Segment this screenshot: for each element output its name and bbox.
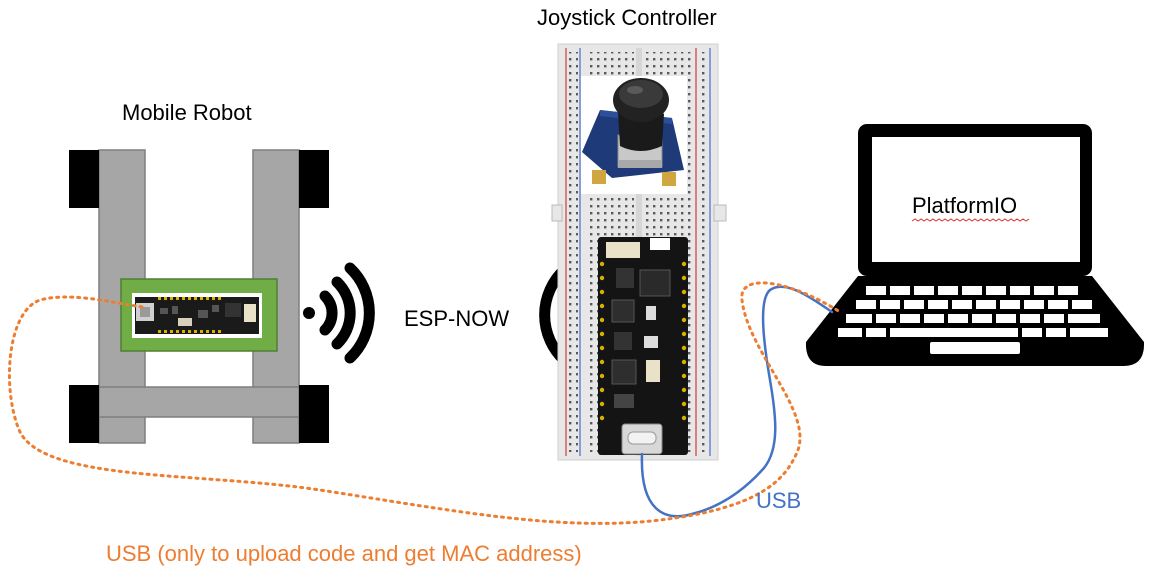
usb-cable-robot xyxy=(7,281,842,525)
joystick-controller xyxy=(551,43,727,461)
robot-wheel-rear-right xyxy=(299,385,329,443)
robot-wheel-rear-left xyxy=(69,385,99,443)
platformio-label: PlatformIO xyxy=(912,193,1018,218)
joystick-icon xyxy=(581,76,687,194)
usb-robot-label: USB (only to upload code and get MAC add… xyxy=(106,541,582,566)
mobile-robot xyxy=(69,149,329,444)
esp-now-label: ESP-NOW xyxy=(404,306,510,331)
robot-wheel-front-right xyxy=(299,150,329,208)
robot-wheel-front-left xyxy=(69,150,99,208)
controller-microcontroller xyxy=(598,237,688,455)
laptop-icon xyxy=(805,124,1145,366)
usb-controller-label: USB xyxy=(756,488,802,513)
joystick-controller-label: Joystick Controller xyxy=(537,5,717,30)
mobile-robot-label: Mobile Robot xyxy=(122,100,252,125)
wireless-signal-right-icon xyxy=(303,262,375,364)
robot-microcontroller xyxy=(132,293,262,338)
spellcheck-squiggle xyxy=(911,218,1030,222)
robot-cross-bar xyxy=(98,386,300,418)
